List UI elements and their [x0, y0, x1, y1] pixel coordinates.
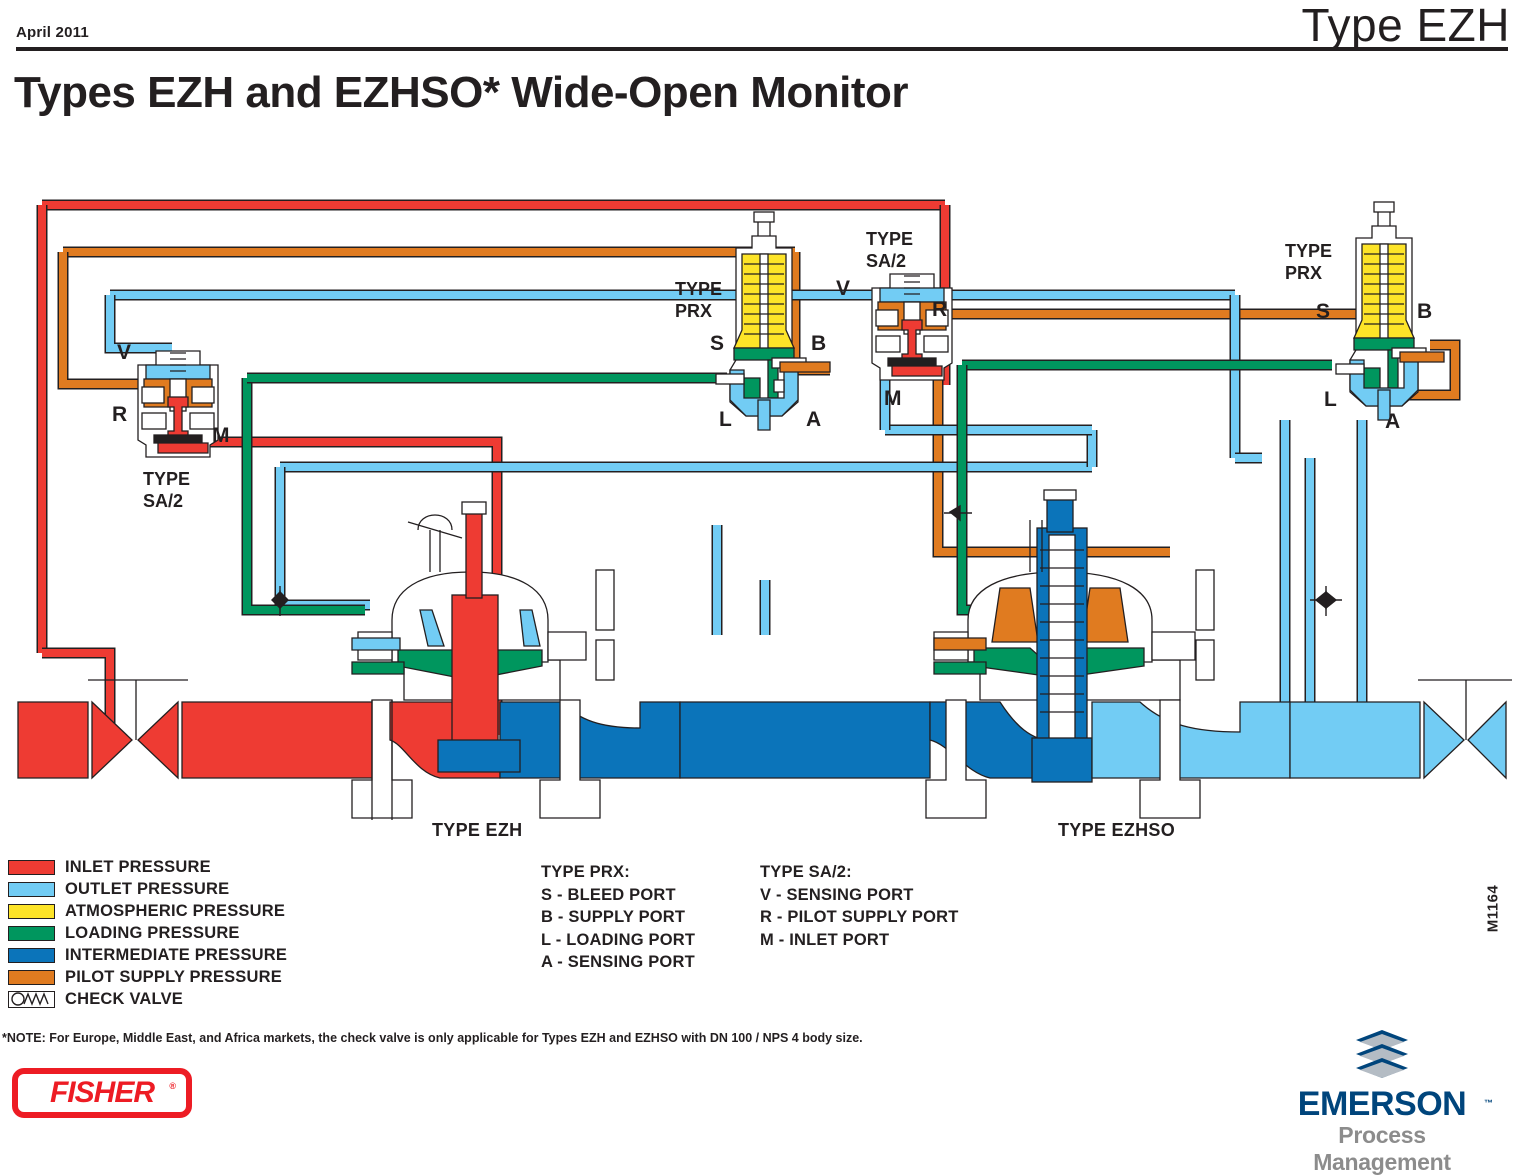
emerson-mark-icon — [1356, 1030, 1408, 1078]
port-label-prx-middle-l: L — [719, 408, 732, 431]
check-valve-symbol-left — [271, 586, 289, 616]
port-label-prx-middle-b: B — [811, 332, 827, 355]
schematic-diagram: .ln{fill:none;stroke-linecap:butt;stroke… — [0, 180, 1524, 825]
port-label-sa2-middle-r: R — [932, 298, 948, 321]
port-legend-prx: TYPE PRX: S - BLEED PORT B - SUPPLY PORT… — [541, 861, 695, 974]
port-label-sa2-left-v: V — [117, 341, 132, 364]
fisher-wordmark: FISHER — [49, 1076, 155, 1109]
port-label-prx-right-l: L — [1324, 388, 1337, 411]
check-valve-symbol-right — [1310, 586, 1342, 616]
device-label-prx-middle: TYPE PRX — [675, 278, 722, 322]
check-valve-icon — [8, 990, 55, 1008]
emerson-wordmark: EMERSON — [1297, 1085, 1467, 1123]
legend-item-check-valve: CHECK VALVE — [8, 988, 287, 1010]
legend-item: INLET PRESSURE — [8, 856, 287, 878]
legend-item: PILOT SUPPLY PRESSURE — [8, 966, 287, 988]
legend-label-outlet: OUTLET PRESSURE — [65, 879, 230, 898]
device-label-line1: TYPE — [866, 229, 914, 249]
device-label-line1: TYPE — [143, 469, 191, 489]
port-label-prx-middle-a: A — [806, 408, 822, 431]
legend-swatch-loading — [8, 925, 55, 941]
legend-swatch-intermediate — [8, 947, 55, 963]
device-label-line2: PRX — [1285, 263, 1323, 283]
device-label-line2: SA/2 — [143, 491, 184, 511]
legend-swatch-inlet — [8, 859, 55, 875]
footnote: *NOTE: For Europe, Middle East, and Afri… — [2, 1031, 863, 1045]
legend-item: LOADING PRESSURE — [8, 922, 287, 944]
device-label-line1: TYPE — [675, 279, 723, 299]
legend-label-check-valve: CHECK VALVE — [65, 989, 184, 1008]
document-date: April 2011 — [16, 24, 89, 41]
port-legend-sa2-entry: V - SENSING PORT — [760, 885, 914, 904]
legend-swatch-pilot-supply — [8, 969, 55, 985]
device-label-sa2-left: TYPE SA/2 — [143, 468, 190, 512]
check-valve-symbol-mid — [944, 504, 972, 522]
document-type-label: Type EZH — [1301, 0, 1510, 51]
port-legend-sa2: TYPE SA/2: V - SENSING PORT R - PILOT SU… — [760, 861, 959, 951]
port-label-prx-right-b: B — [1417, 300, 1433, 323]
caption-type-ezh: TYPE EZH — [432, 820, 523, 840]
port-legend-sa2-heading: TYPE SA/2: — [760, 863, 852, 881]
legend-item: ATMOSPHERIC PRESSURE — [8, 900, 287, 922]
port-legend-sa2-entry: R - PILOT SUPPLY PORT — [760, 908, 959, 926]
legend-label-atmospheric: ATMOSPHERIC PRESSURE — [65, 901, 286, 920]
legend-label-inlet: INLET PRESSURE — [65, 857, 211, 876]
legend-label-loading: LOADING PRESSURE — [65, 923, 240, 942]
pressure-legend: INLET PRESSURE OUTLET PRESSURE ATMOSPHER… — [8, 856, 287, 1010]
device-label-prx-right: TYPE PRX — [1285, 240, 1332, 284]
port-legend-sa2-entry: M - INLET PORT — [760, 930, 890, 949]
port-legend-prx-entry: S - BLEED PORT — [541, 885, 676, 904]
port-legend-prx-entry: L - LOADING PORT — [541, 930, 696, 949]
fisher-registered-mark: ® — [169, 1081, 176, 1091]
port-label-sa2-left-m: M — [212, 424, 230, 447]
port-legend-prx-heading: TYPE PRX: — [541, 863, 630, 881]
fisher-logo: FISHER ® — [12, 1068, 192, 1118]
device-label-line2: PRX — [675, 301, 713, 321]
port-label-prx-middle-s: S — [710, 332, 725, 355]
device-label-line1: TYPE — [1285, 241, 1333, 261]
page-title: Types EZH and EZHSO* Wide-Open Monitor — [14, 68, 909, 117]
legend-item: INTERMEDIATE PRESSURE — [8, 944, 287, 966]
legend-swatch-outlet — [8, 881, 55, 897]
port-label-prx-right-s: S — [1316, 300, 1331, 323]
port-legend-prx-entry: B - SUPPLY PORT — [541, 908, 686, 926]
caption-type-ezhso: TYPE EZHSO — [1058, 820, 1176, 840]
legend-item: OUTLET PRESSURE — [8, 878, 287, 900]
port-label-sa2-middle-m: M — [884, 387, 902, 410]
port-label-sa2-middle-v: V — [836, 277, 851, 300]
device-label-line2: SA/2 — [866, 251, 907, 271]
header-divider — [16, 47, 1508, 51]
emerson-logo: EMERSON ™ Process Management — [1272, 1030, 1512, 1175]
device-label-sa2-middle: TYPE SA/2 — [866, 228, 913, 272]
port-label-sa2-left-r: R — [112, 403, 128, 426]
legend-label-intermediate: INTERMEDIATE PRESSURE — [65, 945, 288, 964]
legend-swatch-atmospheric — [8, 903, 55, 919]
port-label-prx-right-a: A — [1385, 410, 1401, 433]
legend-label-pilot-supply: PILOT SUPPLY PRESSURE — [65, 967, 282, 986]
document-code: M1164 — [1484, 884, 1502, 933]
port-legend-prx-entry: A - SENSING PORT — [541, 953, 695, 971]
emerson-trademark-mark: ™ — [1484, 1098, 1493, 1108]
emerson-tagline: Process Management — [1313, 1122, 1451, 1175]
